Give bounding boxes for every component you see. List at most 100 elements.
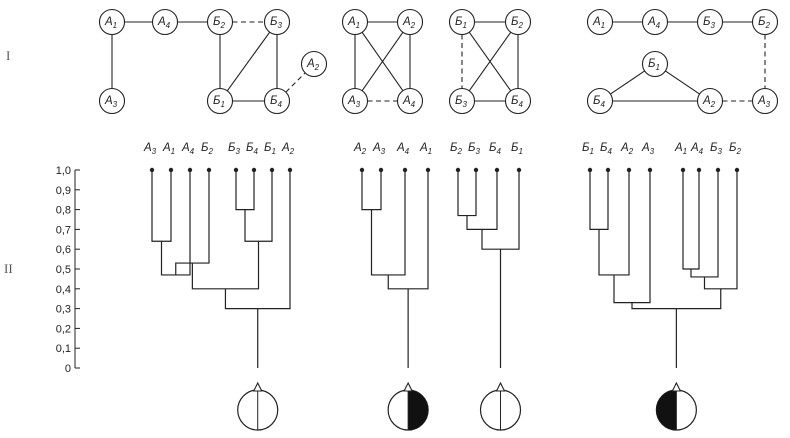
eye-diagrams (237, 381, 697, 431)
axis-tick-label: 0,4 (56, 284, 71, 296)
axis-tick-label: 0,9 (56, 185, 71, 197)
merge-link (361, 170, 382, 211)
node-B2: Б2 (751, 8, 779, 36)
leaf-label: А1 (419, 142, 432, 156)
similarity-axis: 1,0 0,9 0,8 0,7 0,6 0,5 0,4 0,3 0,2 0,1 0 (56, 165, 80, 375)
leaf-label: А3 (372, 142, 386, 156)
eye-marker-icon (252, 381, 263, 392)
axis-tick: 0,3 (56, 304, 80, 316)
node-B4: Б4 (263, 87, 291, 115)
node-label-B2: Б2 (213, 16, 226, 30)
leaf-label: А1 (162, 142, 175, 156)
node-label-A1: А1 (104, 16, 117, 30)
leaf-label: Б4 (489, 142, 502, 156)
leaf-label: А4 (690, 142, 704, 156)
node-label-A4: А4 (157, 16, 171, 30)
node-B3: Б3 (448, 87, 476, 115)
node-B3: Б3 (696, 8, 724, 36)
axis-tick: 0,2 (56, 323, 80, 335)
leaf-label: А3 (641, 142, 655, 156)
axis-tick: 0,5 (56, 264, 80, 276)
edge-A2-A3 (361, 31, 404, 92)
node-A4: А4 (641, 8, 669, 36)
merge-link (244, 170, 273, 242)
node-label-B1: Б1 (213, 95, 225, 109)
merge-link (481, 170, 520, 250)
node-B4: Б4 (586, 87, 614, 115)
axis-tick: 0,9 (56, 185, 80, 197)
leaf-label: Б4 (246, 142, 259, 156)
node-A3: А3 (751, 87, 779, 115)
leaf-label: Б3 (468, 142, 481, 156)
node-label-A3: А3 (347, 95, 361, 109)
node-label-A1: А1 (592, 16, 605, 30)
leaf-label: Б4 (600, 142, 613, 156)
edge-B4-A2 (285, 72, 306, 93)
axis-tick-label: 0,1 (56, 343, 71, 355)
node-A2: А2 (396, 8, 424, 36)
node-label-B4: Б4 (270, 95, 283, 109)
merge-link (631, 288, 722, 310)
axis-tick-label: 0,8 (56, 205, 71, 217)
node-B1: Б1 (206, 87, 234, 115)
axis-tick: 1,0 (56, 165, 80, 177)
merge-link (387, 170, 429, 290)
node-A4: А4 (396, 87, 424, 115)
merge-link (682, 170, 700, 270)
axis-tick: 0,7 (56, 224, 80, 236)
node-A3: А3 (98, 87, 126, 115)
node-label-B1: Б1 (648, 58, 660, 72)
eye-marker-icon (403, 381, 414, 392)
leaf-label: Б1 (511, 142, 523, 156)
row-label-bottom: II (4, 261, 13, 276)
node-B2: Б2 (504, 8, 532, 36)
node-label-A3: А3 (757, 95, 771, 109)
node-label-B2: Б2 (758, 16, 771, 30)
node-label-B4: Б4 (593, 95, 606, 109)
node-label-B4: Б4 (511, 95, 524, 109)
edge-B2-B3 (468, 31, 512, 92)
node-label-A2: А2 (306, 58, 320, 72)
leaf-label: А2 (281, 142, 295, 156)
leaf-label: Б1 (582, 142, 594, 156)
merge-link (466, 170, 498, 230)
eye-diagram-3 (479, 381, 522, 431)
leaf-label: Б1 (264, 142, 276, 156)
node-label-A2: А2 (402, 16, 416, 30)
merge-link (703, 170, 738, 290)
node-A2: А2 (696, 87, 724, 115)
merge-link (598, 170, 630, 276)
eye-diagram-2 (387, 381, 429, 431)
axis-tick-label: 0,2 (56, 323, 71, 335)
merge-link (160, 170, 191, 276)
merge-link (457, 170, 477, 217)
node-B3: Б3 (263, 8, 291, 36)
axis-tick: 0,1 (56, 343, 80, 355)
node-B1: Б1 (641, 50, 669, 78)
edge-B1-A2 (665, 70, 700, 95)
edge-B1-B4 (610, 70, 645, 95)
axis-tick-label: 0 (65, 363, 71, 375)
merge-link (690, 170, 719, 278)
axis-tick: 0,6 (56, 244, 80, 256)
node-label-B1: Б1 (455, 16, 467, 30)
node-label-B3: Б3 (455, 95, 468, 109)
row-label-top: I (6, 48, 10, 63)
axis-tick-label: 1,0 (56, 165, 71, 177)
leaf-label: Б2 (450, 142, 463, 156)
node-label-A3: А3 (104, 95, 118, 109)
leaf-label: А3 (143, 142, 157, 156)
axis-tick-label: 0,7 (56, 224, 71, 236)
node-label-A4: А4 (402, 95, 416, 109)
merge-link (370, 170, 406, 276)
leaf-label: Б2 (729, 142, 742, 156)
leaf-label: Б3 (710, 142, 723, 156)
eye-diagram-4 (655, 381, 697, 431)
